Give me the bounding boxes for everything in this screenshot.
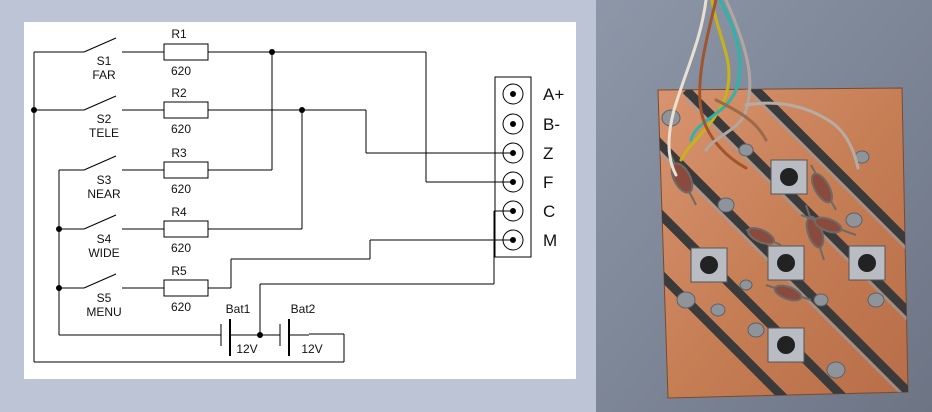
switch-s5-ref: S5 (97, 291, 112, 305)
battery-bat1-ref: Bat1 (226, 302, 251, 316)
resistor-r3-ref: R3 (171, 146, 187, 160)
switch-s1-name: FAR (92, 68, 116, 82)
pcb-resistor (765, 284, 812, 302)
resistor-r2-ref: R2 (171, 86, 187, 100)
switch-s3-name: NEAR (87, 187, 121, 201)
junction-dot (299, 107, 305, 113)
battery-bat1-symbol (220, 319, 231, 356)
switch-s4-symbol (83, 214, 164, 230)
connector-pin-b-minus (502, 113, 524, 135)
resistor-r1-value: 620 (171, 64, 191, 78)
tactile-button (690, 247, 728, 283)
battery-bat2-ref: Bat2 (291, 302, 316, 316)
resistor-r2-value: 620 (171, 122, 191, 136)
connector-pin-m (502, 229, 524, 251)
junction-dot (269, 49, 275, 55)
pcb-resistor (745, 226, 782, 246)
schematic-panel: S1 FAR S2 TELE S3 NEAR S4 WIDE S5 MENU R… (24, 22, 576, 379)
connector-pin-f (502, 171, 524, 193)
resistor-r4-symbol (163, 220, 209, 238)
connector-block (494, 76, 532, 258)
resistor-r3-symbol (163, 161, 209, 179)
resistor-r1-ref: R1 (171, 27, 187, 41)
junction-dot (31, 107, 37, 113)
connector-pin-a-plus (502, 83, 524, 105)
battery-bat1-voltage: 12V (236, 342, 257, 356)
junction-dot (56, 285, 62, 291)
switch-s2-ref: S2 (97, 112, 112, 126)
battery-bat2-symbol (279, 319, 290, 356)
resistor-r4-ref: R4 (171, 205, 187, 219)
pcb-photo-illustration (596, 0, 932, 412)
solder-joints (661, 109, 885, 379)
pin-label-b-minus: B- (543, 115, 560, 134)
switch-s3-symbol (83, 155, 164, 171)
schematic-diagram: S1 FAR S2 TELE S3 NEAR S4 WIDE S5 MENU R… (31, 27, 564, 363)
resistor-r4-value: 620 (171, 241, 191, 255)
pin-label-a-plus: A+ (543, 85, 564, 104)
tactile-button (767, 245, 805, 281)
resistor-r5-ref: R5 (171, 264, 187, 278)
switch-s3-ref: S3 (97, 173, 112, 187)
junction-dot (56, 226, 62, 232)
pcb-resistor (800, 214, 857, 236)
pin-label-m: M (543, 231, 557, 250)
resistor-r3-value: 620 (171, 182, 191, 196)
connector-pin-z (502, 142, 524, 164)
battery-bat2-voltage: 12V (301, 342, 322, 356)
ribbon-wires (667, 0, 860, 177)
pin-label-z: Z (543, 144, 553, 163)
pin-label-c: C (543, 202, 555, 221)
switch-s1-ref: S1 (97, 54, 112, 68)
tactile-button (848, 245, 886, 281)
tactile-button (770, 159, 808, 195)
switch-s1-symbol (83, 37, 164, 53)
pcb-resistor (810, 164, 837, 211)
resistor-r2-symbol (163, 101, 209, 119)
resistor-r5-symbol (163, 279, 209, 297)
junction-dot (257, 332, 263, 338)
connector-pin-c (502, 200, 524, 222)
pin-label-f: F (543, 173, 553, 192)
pcb-photo (596, 0, 932, 412)
switch-s2-name: TELE (89, 126, 119, 140)
switch-s4-ref: S4 (97, 232, 112, 246)
switch-s2-symbol (83, 95, 164, 111)
resistor-r5-value: 620 (171, 300, 191, 314)
switch-s5-symbol (83, 273, 164, 289)
switch-s5-name: MENU (86, 305, 121, 319)
switch-s4-name: WIDE (88, 246, 119, 260)
pcb-resistor (667, 149, 697, 206)
resistor-r1-symbol (163, 43, 209, 61)
tactile-button (767, 327, 805, 363)
